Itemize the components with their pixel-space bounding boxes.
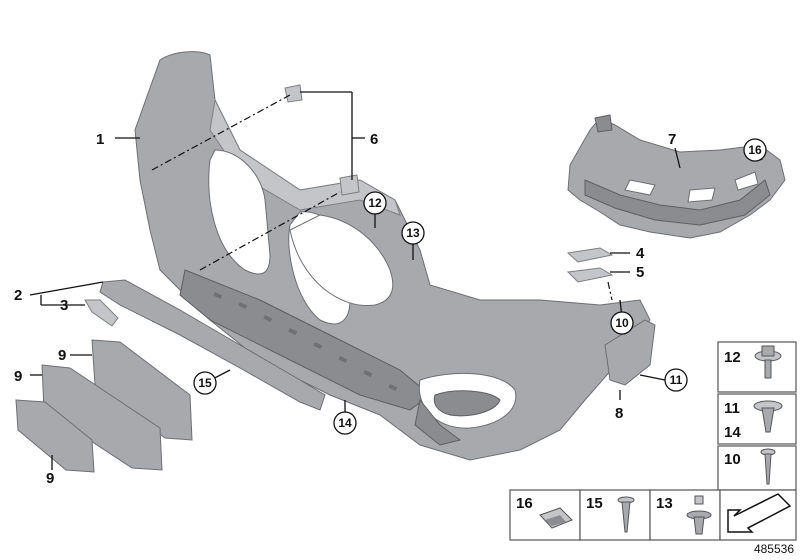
callout-13-circled: 13 [401, 221, 425, 245]
bracket-part-4 [566, 247, 614, 263]
callout-16: 16 [748, 143, 762, 157]
legend-box-12: 12 [717, 341, 797, 393]
dash-dot-lines [151, 94, 613, 301]
side-cover [604, 319, 656, 386]
reference-number: 485536 [754, 542, 794, 556]
legend-label-10: 10 [724, 451, 741, 468]
callout-8: 8 [615, 405, 623, 422]
legend-box-10: 10 [717, 445, 797, 491]
callout-12: 12 [368, 196, 382, 210]
clip-part-3 [84, 299, 119, 327]
callout-3: 3 [60, 297, 68, 314]
callout-11-circled: 11 [664, 368, 688, 392]
fastener-part-6 [284, 84, 360, 196]
callout-5: 5 [636, 264, 644, 281]
legend-label-15: 15 [586, 495, 603, 512]
legend-label-11: 11 [724, 400, 740, 417]
expansion-rivet-icon [686, 495, 712, 535]
bumper-carrier [567, 114, 786, 239]
screw-icon-15 [617, 496, 635, 533]
callout-9c: 9 [46, 470, 54, 487]
legend-box-15: 15 [579, 489, 651, 541]
legend-label-13: 13 [656, 495, 673, 512]
lower-grille-slots [213, 292, 398, 392]
legend-box-11-14: 11 14 [717, 393, 797, 445]
callout-14-circled: 14 [333, 411, 357, 435]
callout-1: 1 [96, 131, 104, 148]
legend-label-14: 14 [724, 424, 741, 441]
direction-arrow-icon [727, 493, 792, 533]
callout-10-circled: 10 [610, 311, 634, 335]
clip-rivet-icon [753, 400, 783, 433]
callout-4: 4 [636, 245, 645, 262]
legend-box-13: 13 [649, 489, 721, 541]
spring-nut-icon [539, 507, 573, 529]
callout-9b: 9 [14, 368, 22, 385]
callout-7: 7 [668, 131, 676, 148]
bracket-part-5 [566, 267, 614, 283]
legend-label-12: 12 [724, 349, 741, 366]
licence-plate-base-3 [15, 399, 95, 473]
callout-11: 11 [670, 373, 683, 387]
lower-trim-strip [99, 279, 326, 411]
callout-10: 10 [615, 316, 629, 330]
screw-icon [760, 448, 776, 485]
callout-14: 14 [338, 416, 352, 430]
legend-box-16: 16 [509, 489, 581, 541]
callout-12-circled: 12 [363, 191, 387, 215]
leader-lines [29, 91, 763, 470]
callout-6: 6 [370, 131, 378, 148]
callout-16-circled: 16 [743, 138, 767, 162]
legend-label-16: 16 [516, 495, 533, 512]
callout-2: 2 [14, 287, 22, 304]
callout-13: 13 [406, 226, 420, 240]
nut-icon [754, 345, 782, 379]
callout-15: 15 [198, 376, 212, 390]
callout-15-circled: 15 [193, 371, 217, 395]
callout-9a: 9 [58, 347, 66, 364]
direction-box [719, 489, 797, 541]
